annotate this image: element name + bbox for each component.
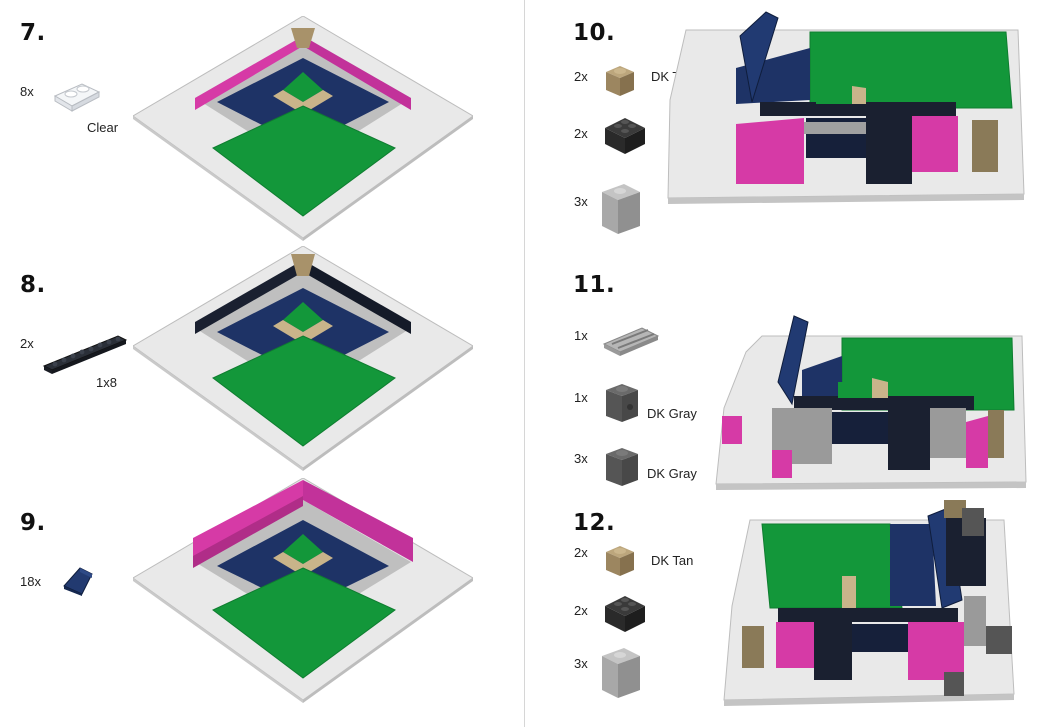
column-divider <box>524 0 525 727</box>
step-10-stadium-render <box>666 8 1028 208</box>
step-8-part-name: 1x8 <box>96 375 117 390</box>
step-8-part-quantity: 2x <box>20 336 34 351</box>
dark-blue-slope-icon <box>60 564 96 598</box>
step-9-number: 9. <box>20 510 46 536</box>
black-plate-1x8-icon <box>42 334 128 376</box>
step-11-part-1-quantity: 1x <box>574 328 588 343</box>
dark-gray-headlight-brick-icon <box>604 380 640 424</box>
step-12-part-3-quantity: 3x <box>574 656 588 671</box>
step-12-number: 12. <box>573 510 616 536</box>
dark-tan-brick-1x1-icon <box>604 62 636 98</box>
step-7-stadium-render <box>133 16 473 241</box>
step-11-part-2-name: DK Gray <box>647 406 697 421</box>
step-11-number: 11. <box>573 272 616 298</box>
step-11-stadium-render <box>712 312 1030 490</box>
dark-gray-brick-1x1-icon <box>604 444 640 488</box>
step-7-part-name: Clear <box>87 120 119 135</box>
step-12-part-1-quantity: 2x <box>574 545 588 560</box>
step-9-stadium-render <box>133 478 473 703</box>
step-11-part-2-quantity: 1x <box>574 390 588 405</box>
step-10-part-1-quantity: 2x <box>574 69 588 84</box>
step-10-part-2-quantity: 2x <box>574 126 588 141</box>
light-gray-brick-1x2-icon <box>600 180 642 236</box>
step-8-number: 8. <box>20 272 46 298</box>
clear-plate-1x2-icon <box>52 78 102 112</box>
step-9-part-quantity: 18x <box>20 574 41 589</box>
step-11-part-3-name: DK Gray <box>647 466 697 481</box>
step-11-part-3-quantity: 3x <box>574 451 588 466</box>
step-7-part-quantity: 8x <box>20 84 34 99</box>
black-brick-2x2-icon <box>603 114 647 156</box>
step-8-stadium-render <box>133 246 473 471</box>
step-7-number: 7. <box>20 20 46 46</box>
step-12-stadium-render <box>722 496 1020 706</box>
step-12-part-2-quantity: 2x <box>574 603 588 618</box>
step-12-part-1-name: DK Tan <box>651 553 694 568</box>
light-gray-brick-1x2-icon <box>600 644 642 700</box>
step-10-part-3-quantity: 3x <box>574 194 588 209</box>
black-brick-2x2-icon <box>603 592 647 634</box>
dark-tan-brick-1x1-icon <box>604 542 636 578</box>
step-10-number: 10. <box>573 20 616 46</box>
gray-grille-tile-icon <box>602 322 660 358</box>
